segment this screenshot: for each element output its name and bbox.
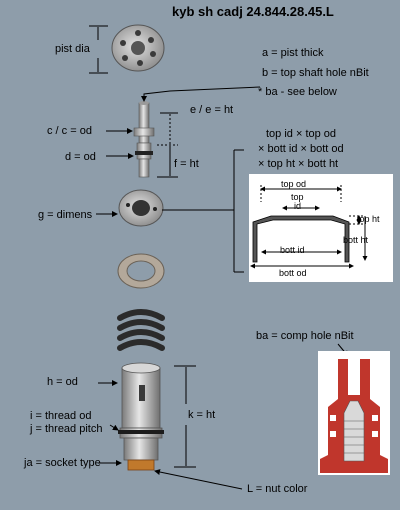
piston-image (111, 24, 165, 72)
label-k: k = ht (188, 409, 216, 421)
detail-bott-ht: bott ht (343, 235, 369, 245)
label-b: b = top shaft hole nBit (262, 67, 369, 79)
detail-bracket (162, 149, 244, 273)
seal-profile-drawing (250, 185, 368, 269)
comp-valve-drawing (318, 351, 390, 475)
detail-id: id (294, 201, 302, 211)
dims-line-1: top id × top od (266, 128, 337, 140)
label-g: g = dimens (38, 209, 93, 221)
label-i: i = thread od (30, 410, 92, 422)
cylinder-annotations (98, 365, 243, 490)
shaft-annotations (106, 86, 261, 178)
seal-dimension-detail: top od top id top ht bott ht bott id bot… (249, 174, 393, 282)
detail-bott-od: bott od (279, 268, 307, 278)
page-title: kyb sh cadj 24.844.28.45.L (172, 4, 334, 19)
dims-line-2: × bott id × bott od (258, 143, 344, 155)
label-ja: ja = socket type (24, 457, 101, 469)
shaft-image (133, 101, 155, 178)
valve-body-image (118, 189, 164, 227)
pist-dia-dimension (89, 25, 108, 74)
comp-valve-cutaway (318, 351, 390, 475)
detail-bott-id: bott id (280, 245, 305, 255)
detail-top-ht: top ht (357, 214, 380, 224)
label-ba-note: * ba - see below (258, 86, 337, 98)
washer-image (117, 253, 165, 289)
label-a: a = pist thick (262, 47, 324, 59)
detail-top-od: top od (281, 179, 307, 189)
label-f: f = ht (174, 158, 199, 170)
spring-image (117, 309, 165, 351)
label-L: L = nut color (247, 483, 308, 495)
dims-line-3: × top ht × bott ht (258, 158, 339, 170)
label-ba: ba = comp hole nBit (256, 330, 354, 342)
label-e: e / e = ht (190, 104, 234, 116)
label-pist-dia: pist dia (55, 43, 90, 55)
cylinder-image (118, 362, 164, 471)
label-j: j = thread pitch (30, 423, 103, 435)
detail-top: top (291, 192, 304, 202)
label-h: h = od (47, 376, 78, 388)
label-d: d = od (65, 151, 96, 163)
label-c: c / c = od (47, 125, 92, 137)
